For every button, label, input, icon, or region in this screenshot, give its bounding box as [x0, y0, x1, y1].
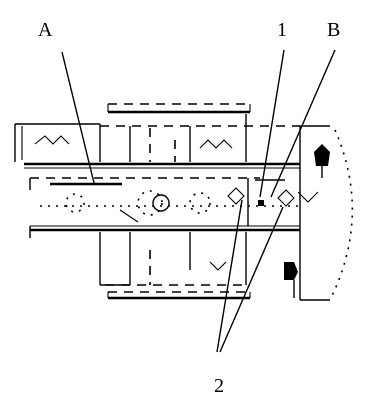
leader-line-2a	[216, 199, 243, 353]
leader-line-B	[270, 49, 336, 198]
upper-bore	[24, 162, 300, 169]
bolt-top-icon	[314, 144, 330, 166]
element-1-marker	[258, 200, 264, 206]
label-2: 2	[214, 375, 224, 397]
label-B: B	[327, 19, 340, 41]
label-1: 1	[277, 19, 287, 41]
label-A: A	[38, 19, 53, 41]
lower-bore	[29, 225, 300, 238]
bottom-housing	[99, 232, 251, 300]
leader-line-1	[259, 49, 285, 198]
right-cover	[284, 125, 354, 301]
bolt-bottom-icon	[284, 262, 298, 280]
top-housing	[14, 103, 300, 162]
leader-line-A	[61, 51, 95, 184]
center-shaft	[29, 177, 319, 226]
